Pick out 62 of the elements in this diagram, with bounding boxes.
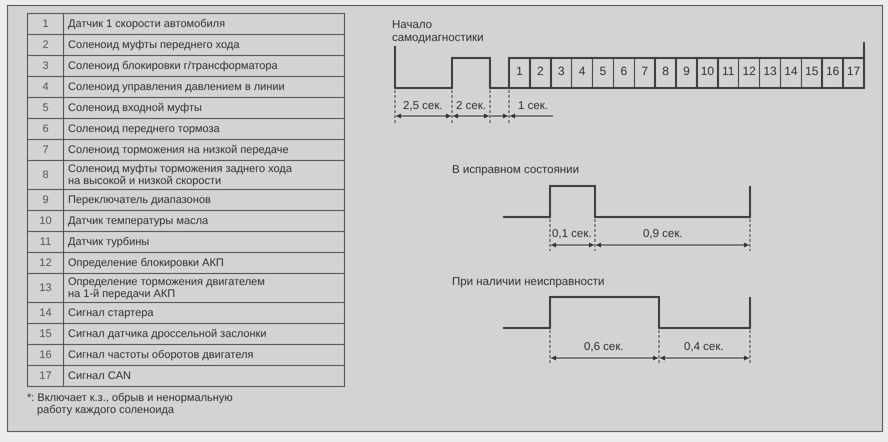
- code-slot: 12: [738, 57, 760, 89]
- code-slot: 1: [508, 57, 531, 89]
- description-cell: Сигнал датчика дроссельной заслонки: [64, 324, 344, 344]
- code-slot: 5: [592, 57, 614, 89]
- duration-label: 0,1 сек.: [552, 228, 592, 241]
- code-slot: 10: [696, 57, 719, 89]
- code-number-cell: 5: [28, 98, 64, 118]
- code-slot: 11: [717, 57, 740, 89]
- code-number-cell: 2: [28, 34, 64, 56]
- code-number-cell: 16: [28, 344, 64, 366]
- duration-label: 0,4 сек.: [684, 341, 724, 354]
- description-cell: Соленоид входной муфты: [64, 98, 344, 118]
- description-cell: Сигнал CAN: [64, 366, 344, 386]
- section-heading: В исправном состоянии: [452, 164, 579, 177]
- description-cell: Определение блокировки АКП: [64, 252, 344, 274]
- description-cell: Определение торможения двигателем на 1-й передачи АКП: [64, 274, 344, 302]
- description-cell: Датчик турбины: [64, 232, 344, 252]
- description-cell: Сигнал стартера: [64, 302, 344, 324]
- code-slot: 2: [529, 57, 552, 89]
- description-cell: Датчик температуры масла: [64, 210, 344, 232]
- code-number-cell: 12: [28, 252, 64, 274]
- description-cell: Соленоид муфты торможения заднего хода на высокой и низкой скорости: [64, 160, 344, 190]
- code-slot: 4: [570, 57, 594, 89]
- code-number-cell: 9: [28, 190, 64, 210]
- code-number-cell: 14: [28, 302, 64, 324]
- duration-label: 1 сек.: [518, 100, 548, 113]
- duration-label: 0,6 сек.: [584, 341, 624, 354]
- duration-label: 2 сек.: [456, 100, 486, 113]
- code-number-cell: 13: [28, 274, 64, 302]
- code-slot: 13: [758, 57, 782, 89]
- code-slot: 14: [780, 57, 802, 89]
- code-number-cell: 3: [28, 56, 64, 76]
- description-cell: Соленоид блокировки г/трансформатора: [64, 56, 344, 76]
- footnote: *: Включает к.з., обрыв и ненормальную работу каждого соленоида: [27, 392, 234, 416]
- code-slot: 3: [550, 57, 572, 89]
- code-slot: 8: [654, 57, 677, 89]
- code-slot: 15: [800, 57, 823, 89]
- code-number-cell: 6: [28, 118, 64, 140]
- code-slot: 7: [634, 57, 656, 89]
- description-cell: Переключатель диапазонов: [64, 190, 344, 210]
- code-slot: 6: [612, 57, 636, 89]
- code-slot: 17: [842, 57, 865, 89]
- section-heading: При наличии неисправности: [452, 276, 604, 289]
- start-marker-label: Начало самодиагностики: [392, 19, 485, 45]
- description-cell: Соленоид торможения на низкой передаче: [64, 140, 344, 160]
- duration-label: 0,9 сек.: [643, 228, 683, 241]
- description-cell: Соленоид муфты переднего хода: [64, 34, 344, 56]
- code-slot: 9: [675, 57, 698, 89]
- description-cell: Соленоид управления давлением в линии: [64, 76, 344, 98]
- description-cell: Датчик 1 скорости автомобиля: [64, 14, 344, 34]
- code-number-cell: 4: [28, 76, 64, 98]
- code-number-cell: 1: [28, 14, 64, 34]
- code-number-cell: 8: [28, 160, 64, 190]
- code-number-cell: 7: [28, 140, 64, 160]
- code-number-cell: 15: [28, 324, 64, 344]
- description-cell: Соленоид переднего тормоза: [64, 118, 344, 140]
- code-number-cell: 11: [28, 232, 64, 252]
- code-slot: 16: [821, 57, 844, 89]
- code-number-cell: 17: [28, 366, 64, 386]
- code-number-cell: 10: [28, 210, 64, 232]
- duration-label: 2,5 сек.: [403, 100, 443, 113]
- description-cell: Сигнал частоты оборотов двигателя: [64, 344, 344, 366]
